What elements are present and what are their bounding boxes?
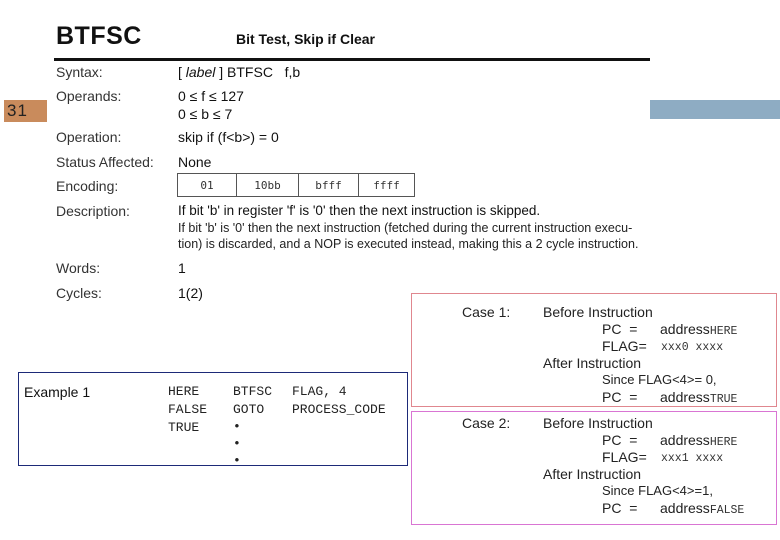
case2-pc2-value: addressFALSE <box>660 500 745 517</box>
encoding-cell: bfff <box>298 173 359 197</box>
encoding-label: Encoding: <box>56 178 119 194</box>
status-value: None <box>178 154 212 170</box>
operation-label: Operation: <box>56 129 122 145</box>
case2-pc-label: PC = <box>602 432 638 448</box>
encoding-cell: 10bb <box>236 173 299 197</box>
example-label-cell: FALSE <box>168 402 208 417</box>
operation-value: skip if (f<b>) = 0 <box>178 129 279 145</box>
case2-flag-label: FLAG= <box>602 449 647 465</box>
case2-before-heading: Before Instruction <box>543 415 653 431</box>
example-label-cell: TRUE <box>168 420 200 435</box>
cycles-label: Cycles: <box>56 285 102 301</box>
case2-after-heading: After Instruction <box>543 466 642 482</box>
example-arg-cell: PROCESS_CODE <box>292 402 386 417</box>
words-label: Words: <box>56 260 101 276</box>
example-bullet: • <box>233 453 241 468</box>
case1-pc-label: PC = <box>602 321 638 337</box>
encoding-cell: ffff <box>358 173 415 197</box>
case1-flag-value: xxx0 xxxx <box>661 341 724 354</box>
example-bullet: • <box>233 419 241 434</box>
syntax-label: Syntax: <box>56 64 103 80</box>
case2-flag-value: xxx1 xxxx <box>661 452 724 465</box>
example-op-cell: GOTO <box>233 402 265 417</box>
case2-box: Case 2: Before Instruction PC = addressH… <box>411 411 777 525</box>
case2-title: Case 2: <box>462 415 511 431</box>
description-line3: tion) is discarded, and a NOP is execute… <box>178 237 639 251</box>
header-bar <box>650 100 780 119</box>
operand-b: 0 ≤ b ≤ 7 <box>178 106 233 122</box>
description-line2: If bit 'b' is '0' then the next instruct… <box>178 221 633 235</box>
case1-title: Case 1: <box>462 304 511 320</box>
case2-pc-value: addressHERE <box>660 432 738 449</box>
status-label: Status Affected: <box>56 154 154 170</box>
title-rule <box>54 58 650 61</box>
case1-pc-value: addressHERE <box>660 321 738 338</box>
description-line1: If bit 'b' in register 'f' is '0' then t… <box>178 203 541 218</box>
case1-pc2-value: addressTRUE <box>660 389 738 406</box>
example-label-cell: HERE <box>168 384 200 399</box>
case1-box: Case 1: Before Instruction PC = addressH… <box>411 293 777 407</box>
case2-pc2-label: PC = <box>602 500 638 516</box>
syntax-value: [ label ] BTFSC f,b <box>178 64 301 80</box>
datasheet-panel <box>48 14 650 304</box>
operand-f: 0 ≤ f ≤ 127 <box>178 88 244 104</box>
encoding-cell: 01 <box>177 173 237 197</box>
example-box: Example 1 HERE BTFSC FLAG, 4 FALSE GOTO … <box>18 372 408 468</box>
cycles-value: 1(2) <box>178 285 203 301</box>
case1-before-heading: Before Instruction <box>543 304 653 320</box>
case1-after-heading: After Instruction <box>543 355 642 371</box>
case1-flag-label: FLAG= <box>602 338 647 354</box>
case1-since: Since FLAG<4>= 0, <box>602 372 717 387</box>
case2-since: Since FLAG<4>=1, <box>602 483 713 498</box>
instruction-mnemonic: BTFSC <box>56 22 142 50</box>
encoding-table: 01 10bb bfff ffff <box>177 173 415 197</box>
example-op-cell: BTFSC <box>233 384 273 399</box>
instruction-title: Bit Test, Skip if Clear <box>236 31 375 47</box>
operands-label: Operands: <box>56 88 122 104</box>
example-label: Example 1 <box>24 384 91 400</box>
slide-number: 31 <box>4 100 47 122</box>
words-value: 1 <box>178 260 186 276</box>
example-bullet: • <box>233 436 241 451</box>
case1-pc2-label: PC = <box>602 389 638 405</box>
example-arg-cell: FLAG, 4 <box>292 384 347 399</box>
description-label: Description: <box>56 203 130 219</box>
